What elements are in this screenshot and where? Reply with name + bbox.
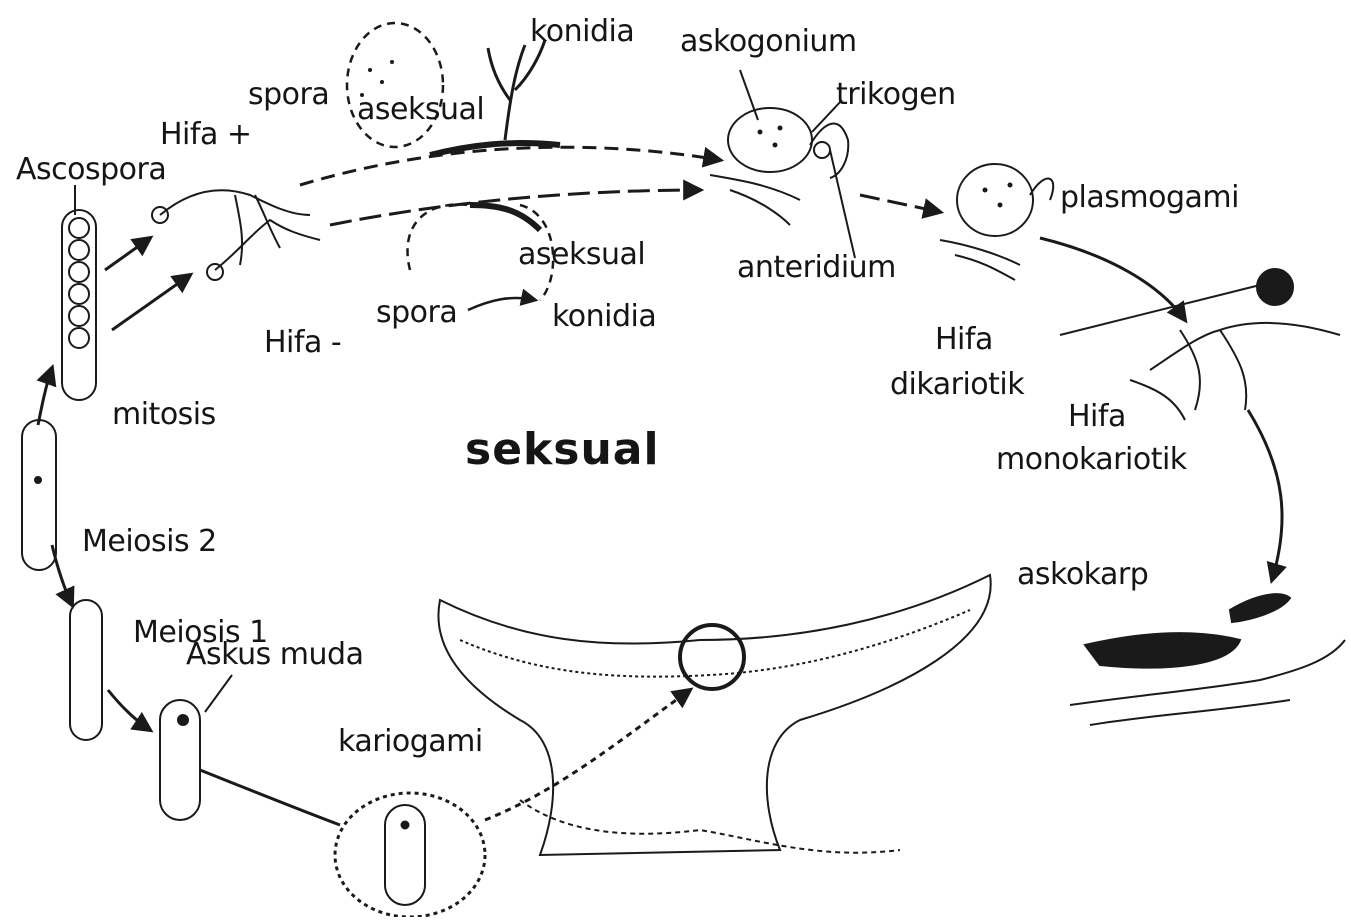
label-spora-bottom: spora: [376, 298, 457, 328]
arrow-ascospora-to-hifa-minus: [112, 275, 190, 330]
label-askokarp: askokarp: [1017, 560, 1148, 590]
label-konidia-bottom: konidia: [552, 302, 656, 332]
label-aseksual-top: aseksual: [357, 95, 484, 125]
kariogami-detail: [335, 793, 485, 917]
arrow-to-plasmogami: [860, 195, 940, 212]
ascocarp-drawing: [438, 575, 990, 855]
label-ascospora: Ascospora: [16, 155, 166, 185]
label-hifa-dikariotik-2: dikariotik: [890, 370, 1024, 400]
label-mitosis: mitosis: [112, 400, 216, 430]
arrow-to-askokarp: [1248, 410, 1282, 580]
label-hifa-plus: Hifa +: [160, 120, 252, 150]
label-konidia-top: konidia: [530, 17, 634, 47]
arrow-hifa-minus-to-anteridium: [330, 190, 700, 225]
ascus-series: [22, 210, 200, 820]
label-kariogami: kariogami: [338, 727, 483, 757]
arrow-meiosis2-to-mitosis: [38, 368, 52, 425]
arrow-ascospora-to-hifa-plus: [105, 238, 150, 270]
arrow-plasmogami-to-dikariotik: [1040, 238, 1185, 320]
label-seksual: seksual: [465, 428, 660, 472]
label-aseksual-bottom: aseksual: [518, 240, 645, 270]
arrow-kariogami-to-ascocarp-detail: [485, 690, 690, 820]
label-askus-muda: Askus muda: [186, 640, 363, 670]
label-askogonium: askogonium: [680, 27, 857, 57]
label-trikogen: trikogen: [836, 80, 956, 110]
arrow-meiosis1-to-askus: [108, 690, 150, 730]
label-anteridium: anteridium: [737, 253, 896, 283]
label-hifa-minus: Hifa -: [264, 328, 341, 358]
asexual-cycle-top: [347, 23, 560, 155]
askokarp-drawing: [1070, 594, 1345, 725]
askogonium-drawing: [710, 108, 848, 225]
hyphae-left: [152, 190, 320, 280]
arrow-askus-to-kariogami: [200, 770, 340, 825]
plasmogami-drawing: [940, 164, 1053, 280]
arrow-hifa-plus-to-askogonium: [300, 147, 720, 185]
label-hifa-monokariotik-2: monokariotik: [996, 445, 1187, 475]
label-spora-top: spora: [248, 80, 329, 110]
label-meiosis-2: Meiosis 2: [82, 527, 217, 557]
label-hifa-dikariotik-1: Hifa: [935, 325, 993, 355]
arrow-askus-muda-pointer: [205, 675, 232, 712]
label-plasmogami: plasmogami: [1060, 183, 1239, 213]
label-hifa-monokariotik-1: Hifa: [1068, 402, 1126, 432]
